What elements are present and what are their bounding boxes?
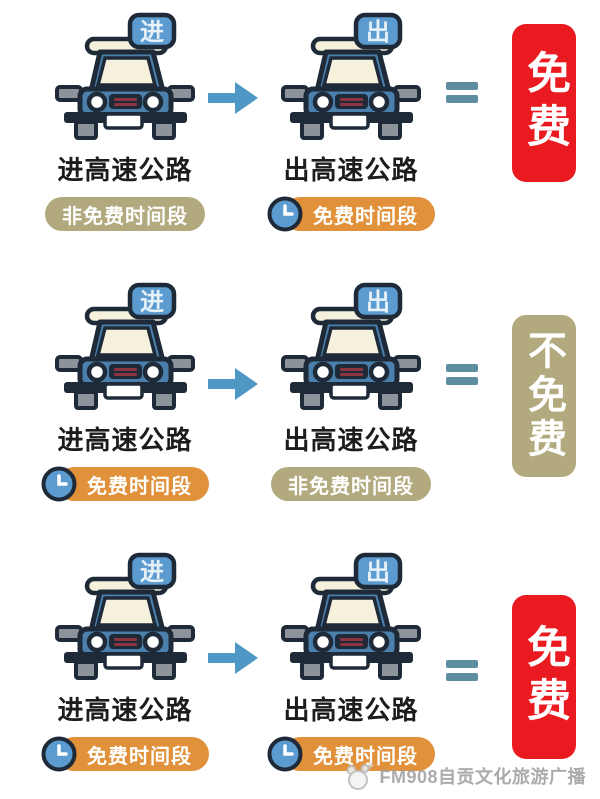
enter-highway-label: 进高速公路 <box>57 425 193 455</box>
clock-icon <box>267 196 303 232</box>
exit-highway-block: 出 出高速公路 非免费时间段 <box>246 282 456 501</box>
exit-highway-label: 出高速公路 <box>283 155 419 185</box>
time-period-badge: 免费时间段 <box>41 466 209 502</box>
radio-mascot-icon <box>346 762 375 790</box>
result-badge: 免费 <box>512 595 576 759</box>
time-period-text: 免费时间段 <box>87 745 192 768</box>
result-badge: 免费 <box>512 24 576 182</box>
car-flag-label: 进 <box>140 19 164 46</box>
car-enter-icon: 进 <box>55 12 195 140</box>
equals-icon <box>446 82 478 103</box>
watermark-text: FM908自贡文化旅游广播 <box>379 767 586 787</box>
enter-highway-label: 进高速公路 <box>57 695 193 725</box>
watermark: FM908自贡文化旅游广播 <box>345 760 586 792</box>
rule-row-1: 进 进高速公路 非免费时间段 <box>0 0 600 270</box>
rule-row-3: 进 进高速公路 免费时间段 <box>0 540 600 799</box>
arrow-right-icon <box>208 368 258 400</box>
arrow-right-icon <box>208 82 258 114</box>
time-period-text: 免费时间段 <box>313 205 418 228</box>
clock-icon <box>267 736 303 772</box>
car-flag-label: 进 <box>140 559 164 586</box>
clock-icon <box>41 736 77 772</box>
car-flag-label: 出 <box>366 559 390 586</box>
arrow-right-icon <box>208 642 258 674</box>
equals-icon <box>446 660 478 681</box>
time-period-text: 免费时间段 <box>313 745 418 768</box>
exit-highway-label: 出高速公路 <box>283 425 419 455</box>
enter-highway-block: 进 进高速公路 非免费时间段 <box>25 12 225 231</box>
time-period-badge: 免费时间段 <box>267 736 435 772</box>
time-period-badge: 免费时间段 <box>267 196 435 232</box>
time-period-text: 非免费时间段 <box>288 475 414 498</box>
equals-icon <box>446 364 478 385</box>
car-flag-label: 进 <box>140 289 164 316</box>
enter-highway-block: 进 进高速公路 免费时间段 <box>25 282 225 502</box>
car-flag-label: 出 <box>366 289 390 316</box>
car-enter-icon: 进 <box>55 552 195 680</box>
result-text: 不免费 <box>522 330 566 462</box>
rule-row-2: 进 进高速公路 免费时间段 <box>0 270 600 540</box>
time-period-badge: 非免费时间段 <box>271 467 431 501</box>
car-exit-icon: 出 <box>281 552 421 680</box>
exit-highway-block: 出 出高速公路 免费时间段 <box>246 552 456 772</box>
time-period-text: 非免费时间段 <box>62 205 188 228</box>
time-period-badge: 免费时间段 <box>41 736 209 772</box>
enter-highway-label: 进高速公路 <box>57 155 193 185</box>
result-text: 免费 <box>520 50 569 156</box>
time-period-text: 免费时间段 <box>87 475 192 498</box>
exit-highway-block: 出 出高速公路 免费时间段 <box>246 12 456 232</box>
car-exit-icon: 出 <box>281 282 421 410</box>
time-period-badge: 非免费时间段 <box>45 197 205 231</box>
car-enter-icon: 进 <box>55 282 195 410</box>
result-text: 免费 <box>520 624 569 730</box>
enter-highway-block: 进 进高速公路 免费时间段 <box>25 552 225 772</box>
exit-highway-label: 出高速公路 <box>283 695 419 725</box>
result-badge: 不免费 <box>512 315 576 477</box>
clock-icon <box>41 466 77 502</box>
car-flag-label: 出 <box>366 19 390 46</box>
car-exit-icon: 出 <box>281 12 421 140</box>
